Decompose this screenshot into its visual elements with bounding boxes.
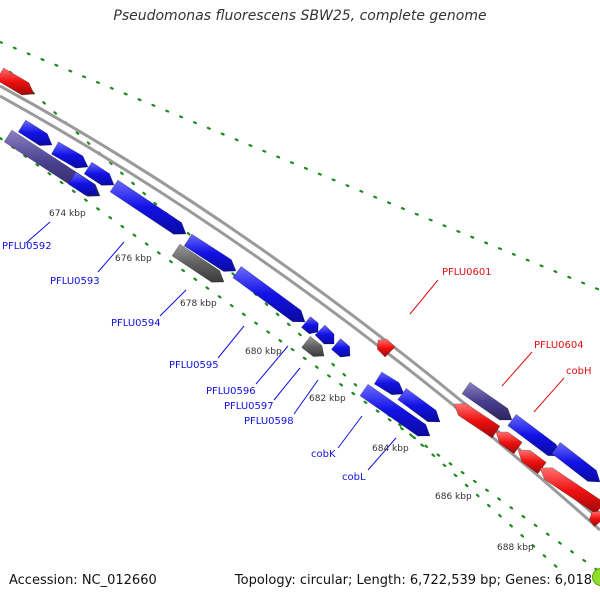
gene-arrow-blue-13 — [359, 383, 431, 437]
gene-arrow-blue-9 — [314, 324, 335, 345]
leader-line-pflu0593 — [97, 241, 125, 273]
gene-arrow-blue-4 — [67, 171, 99, 196]
gene-arrow-red-6 — [539, 467, 600, 515]
gene-label-pflu0593: PFLU0593 — [50, 276, 100, 287]
gene-arrow-rna-2 — [461, 381, 513, 421]
tick-label-688-kbp: 688 kbp — [497, 543, 534, 553]
gene-arrow-blue-3 — [83, 161, 115, 186]
gene-arrow-red-1 — [0, 67, 35, 96]
gene-label-pflu0597: PFLU0597 — [224, 401, 274, 412]
leader-line-pflu0596 — [255, 345, 289, 385]
genome-summary: Topology: circular; Length: 6,722,539 bp… — [234, 573, 592, 588]
dotted-track-3 — [8, 70, 562, 572]
leader-line-pflu0598 — [293, 379, 319, 415]
gene-label-cobk: cobK — [311, 449, 336, 460]
gene-label-pflu0592: PFLU0592 — [2, 241, 52, 252]
gene-label-pflu0595: PFLU0595 — [169, 360, 219, 371]
gene-label-pflu0598: PFLU0598 — [244, 416, 294, 427]
tick-label-678-kbp: 678 kbp — [180, 299, 217, 309]
gene-arrow-red-2 — [376, 338, 396, 358]
leader-line-pflu0601 — [409, 279, 439, 315]
backbone-inner — [0, 94, 600, 532]
gene-arrow-blue-2 — [51, 141, 89, 169]
gene-label-cobl: cobL — [342, 472, 366, 483]
tick-label-676-kbp: 676 kbp — [115, 254, 152, 264]
leader-line-cobk — [337, 415, 363, 449]
gene-arrow-blue-11 — [373, 371, 405, 396]
tick-label-680-kbp: 680 kbp — [245, 347, 282, 357]
leader-line-cobh — [533, 377, 565, 413]
gene-label-pflu0594: PFLU0594 — [111, 318, 161, 329]
leader-line-pflu0594 — [159, 289, 187, 317]
tick-label-674-kbp: 674 kbp — [49, 209, 86, 219]
gene-arrow-blue-7 — [232, 265, 306, 323]
tick-label-686-kbp: 686 kbp — [435, 492, 472, 502]
gene-arrow-gray-2 — [301, 336, 325, 357]
gene-arrow-blue-5 — [109, 179, 187, 235]
gene-arrow-blue-15 — [551, 442, 600, 483]
gene-arrow-blue-12 — [397, 387, 441, 423]
leader-line-pflu0595 — [217, 325, 245, 359]
gene-arrow-blue-8 — [301, 316, 319, 335]
accession-label: Accession: NC_012660 — [9, 573, 157, 588]
dotted-track-1 — [0, 40, 600, 292]
gene-label-pflu0601: PFLU0601 — [442, 267, 492, 278]
gene-arrow-red-7 — [588, 510, 600, 527]
gene-label-cobh: cobH — [566, 366, 591, 377]
gene-arrow-blue-1 — [17, 119, 53, 146]
gene-arrow-blue-10 — [331, 338, 351, 358]
gene-arrow-gray-1 — [171, 243, 225, 283]
leader-line-cobl — [367, 437, 397, 471]
leader-line-pflu0604 — [501, 351, 533, 387]
map-title: Pseudomonas fluorescens SBW25, complete … — [113, 8, 487, 24]
gene-arrow-red-4 — [495, 431, 523, 455]
gene-label-pflu0604: PFLU0604 — [534, 340, 584, 351]
leader-line-pflu0592 — [25, 221, 51, 244]
backbone-outer — [0, 84, 600, 522]
gene-arrow-blue-6 — [183, 233, 237, 272]
gene-label-pflu0596: PFLU0596 — [206, 386, 256, 397]
tick-label-684-kbp: 684 kbp — [372, 444, 409, 454]
dotted-track-2 — [0, 136, 600, 574]
tick-label-682-kbp: 682 kbp — [309, 394, 346, 404]
leader-line-pflu0597 — [273, 367, 301, 401]
